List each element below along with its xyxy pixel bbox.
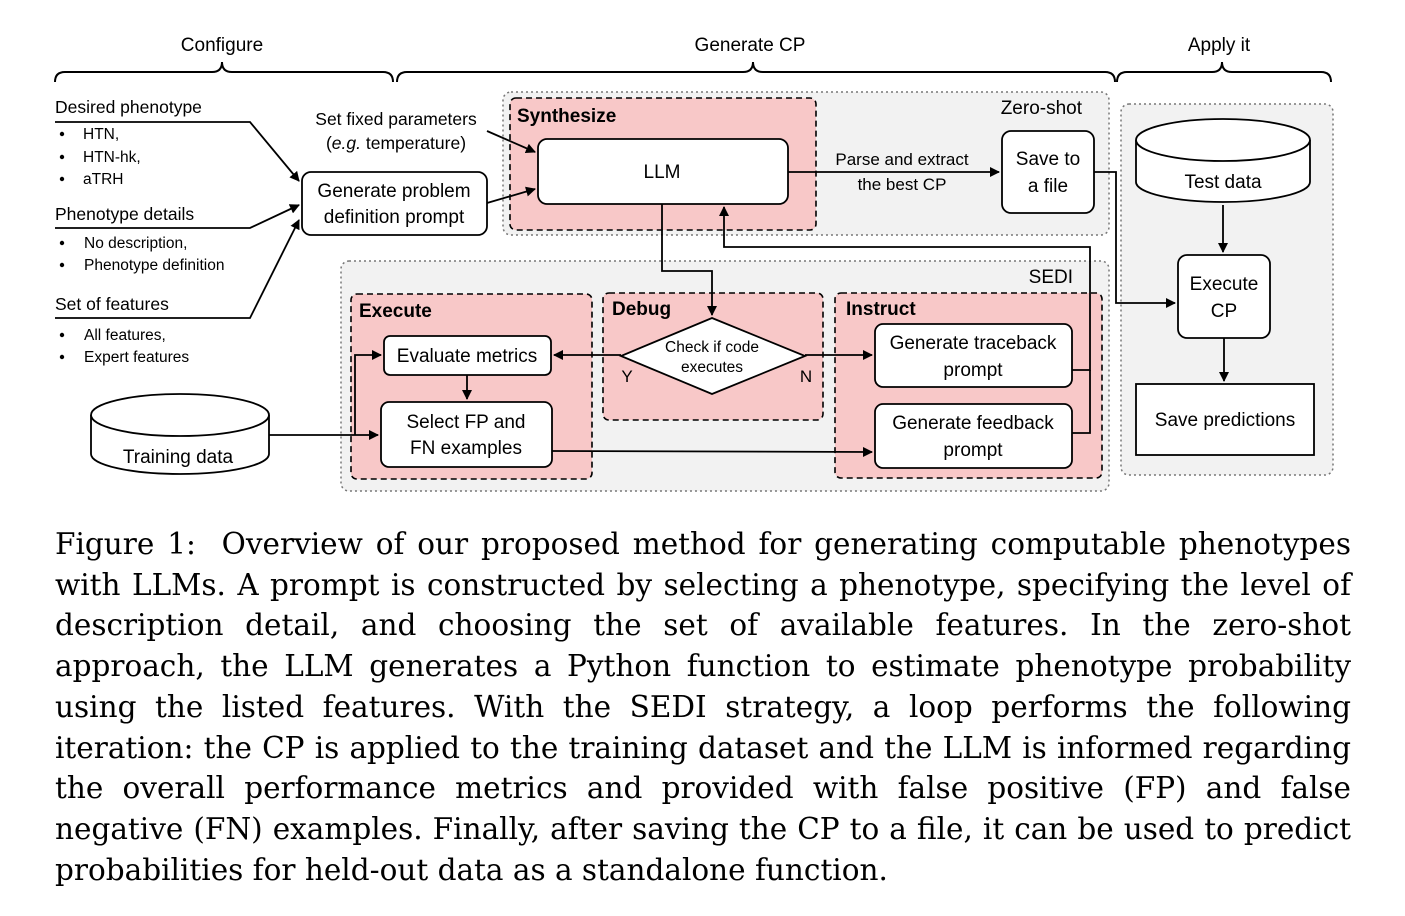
branch-yes-label: Y bbox=[621, 367, 632, 386]
save-file-line2: a file bbox=[1028, 176, 1068, 197]
phenotype-details-heading: Phenotype details bbox=[55, 204, 194, 224]
test-data-cylinder bbox=[1135, 118, 1311, 203]
llm-label: LLM bbox=[644, 162, 681, 183]
save-predictions-box bbox=[1135, 383, 1315, 456]
option-htn-hk: HTN-hk, bbox=[83, 149, 141, 166]
desired-phenotype-heading: Desired phenotype bbox=[55, 97, 202, 117]
check-executes-diamond bbox=[618, 317, 808, 395]
stage-apply-it: Apply it bbox=[1188, 35, 1251, 56]
check-executes-line2: executes bbox=[681, 359, 743, 376]
synthesize-title: Synthesize bbox=[517, 106, 616, 127]
method-overview-diagram: Configure Generate CP Apply it Zero-shot… bbox=[54, 35, 1334, 492]
set-of-features-heading: Set of features bbox=[55, 294, 169, 314]
save-file-line1: Save to bbox=[1016, 149, 1080, 170]
instruct-title: Instruct bbox=[846, 299, 916, 320]
figure-caption: Figure 1: Overview of our proposed metho… bbox=[55, 524, 1351, 890]
debug-title: Debug bbox=[612, 299, 671, 320]
test-data-label: Test data bbox=[1184, 172, 1262, 193]
feedback-prompt-line1: Generate feedback bbox=[892, 413, 1054, 434]
figure-caption-text: Overview of our proposed method for gene… bbox=[55, 527, 1352, 887]
fixed-params-line1: Set fixed parameters bbox=[315, 109, 477, 129]
save-file-box bbox=[1001, 130, 1095, 214]
option-htn: HTN, bbox=[83, 126, 119, 143]
branch-no-label: N bbox=[800, 367, 812, 386]
sedi-label: SEDI bbox=[1029, 267, 1073, 288]
zero-shot-label: Zero-shot bbox=[1001, 98, 1083, 119]
training-data-cylinder bbox=[90, 393, 270, 475]
stage-braces bbox=[54, 61, 1332, 83]
flow-arrows bbox=[269, 130, 1229, 457]
parse-label-line2: the best CP bbox=[858, 175, 947, 194]
parse-label-line1: Parse and extract bbox=[835, 150, 969, 169]
traceback-prompt-line1: Generate traceback bbox=[890, 333, 1057, 354]
traceback-prompt-box bbox=[874, 323, 1073, 388]
select-examples-line2: FN examples bbox=[410, 438, 522, 459]
generate-prompt-line1: Generate problem bbox=[317, 181, 470, 202]
generate-prompt-box bbox=[301, 171, 488, 236]
option-atrh: aTRH bbox=[83, 171, 123, 188]
feedback-prompt-line2: prompt bbox=[943, 440, 1003, 461]
option-no-description: No description, bbox=[84, 235, 187, 252]
figure-caption-label: Figure 1: bbox=[55, 527, 196, 561]
execute-cp-line1: Execute bbox=[1190, 274, 1259, 295]
check-executes-line1: Check if code bbox=[665, 339, 759, 356]
stage-configure: Configure bbox=[181, 35, 263, 56]
set-of-features-options: All features, Expert features bbox=[59, 327, 189, 366]
training-data-label: Training data bbox=[123, 447, 234, 468]
option-phenotype-definition: Phenotype definition bbox=[84, 257, 224, 274]
phenotype-details-options: No description, Phenotype definition bbox=[59, 235, 224, 274]
execute-cp-box bbox=[1177, 254, 1271, 339]
option-all-features: All features, bbox=[84, 327, 166, 344]
execute-title: Execute bbox=[359, 301, 432, 322]
select-examples-box bbox=[380, 401, 553, 468]
select-examples-line1: Select FP and bbox=[406, 412, 525, 433]
save-predictions-label: Save predictions bbox=[1155, 410, 1295, 431]
option-expert-features: Expert features bbox=[84, 349, 189, 366]
fixed-params-line2: (e.g. temperature) bbox=[326, 133, 466, 153]
feedback-prompt-box bbox=[874, 403, 1073, 469]
generate-prompt-line2: definition prompt bbox=[324, 207, 465, 228]
execute-cp-line2: CP bbox=[1211, 301, 1237, 322]
evaluate-metrics-label: Evaluate metrics bbox=[397, 346, 537, 367]
input-connectors bbox=[55, 121, 300, 319]
stage-generate-cp: Generate CP bbox=[695, 35, 806, 56]
traceback-prompt-line2: prompt bbox=[943, 360, 1003, 381]
desired-phenotype-options: HTN, HTN-hk, aTRH bbox=[59, 126, 141, 188]
